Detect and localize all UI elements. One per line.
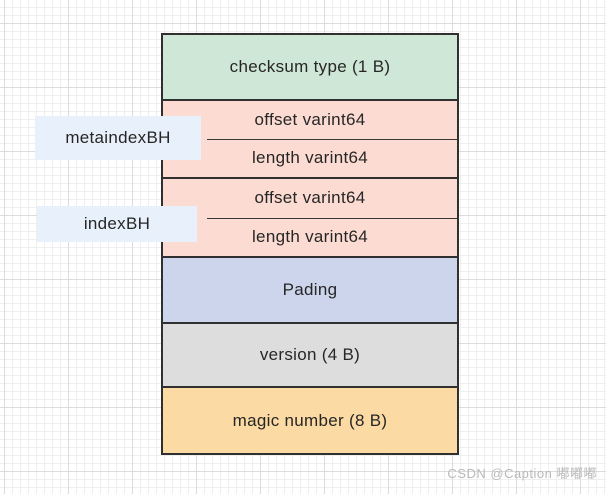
block-version-label: version (4 B) bbox=[259, 345, 361, 364]
block-version: version (4 B) bbox=[161, 322, 459, 388]
index-divider-line bbox=[207, 217, 457, 219]
block-checksum-type: checksum type (1 B) bbox=[161, 33, 459, 101]
block-checksum-type-label: checksum type (1 B) bbox=[229, 57, 391, 76]
side-label-metaindexbh: metaindexBH bbox=[35, 116, 201, 160]
block-pading-label: Pading bbox=[282, 280, 338, 299]
side-label-indexbh: indexBH bbox=[37, 206, 197, 242]
block-magic-number-label: magic number (8 B) bbox=[232, 410, 388, 430]
csdn-watermark: CSDN @Caption 嘟嘟嘟 bbox=[447, 466, 597, 481]
block-metaindex-bh: offset varint64 length varint64 bbox=[161, 99, 459, 179]
block-index-bh: offset varint64 length varint64 bbox=[161, 177, 459, 258]
block-index-offset-row: offset varint64 bbox=[254, 188, 366, 208]
block-metaindex-length-row: length varint64 bbox=[251, 148, 369, 167]
block-index-length-row: length varint64 bbox=[251, 226, 369, 246]
block-magic-number: magic number (8 B) bbox=[161, 386, 459, 455]
block-pading: Pading bbox=[161, 256, 459, 324]
metaindex-divider-line bbox=[207, 139, 457, 140]
block-metaindex-offset-row: offset varint64 bbox=[254, 110, 366, 129]
